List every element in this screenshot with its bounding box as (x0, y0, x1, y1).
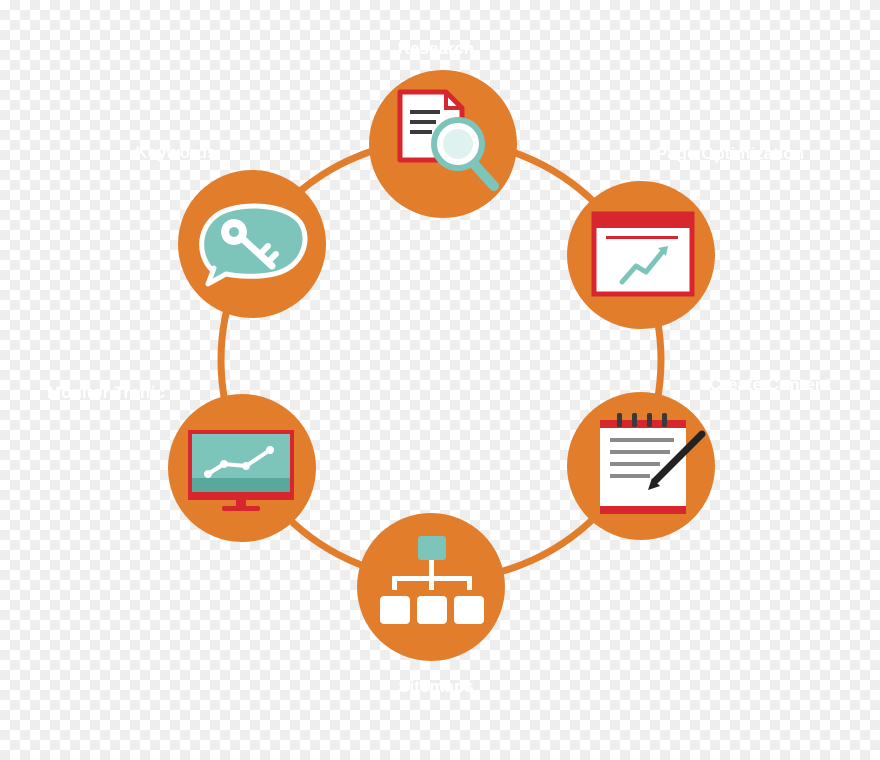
node-keywords: Keywords (135, 143, 326, 318)
label-research: Research (398, 39, 475, 58)
label-page-optimization: Page Optimization (656, 144, 804, 163)
notepad-pencil-icon (600, 413, 706, 514)
label-keywords: Keywords (135, 143, 216, 162)
node-page-optimization: Page Optimization (567, 144, 804, 329)
monitor-chart-icon (188, 430, 294, 511)
sitemap-hierarchy-icon (380, 536, 484, 624)
browser-chart-icon (591, 211, 695, 297)
key-speech-bubble-icon (199, 203, 308, 287)
node-sitemaps: Sitemaps (357, 513, 505, 696)
label-sitemaps: Sitemaps (398, 677, 474, 696)
label-monitor-traffic: Monitor Traffic (47, 383, 165, 402)
document-search-icon (397, 89, 499, 191)
node-create-content: Create Content (567, 375, 831, 540)
label-create-content: Create Content (709, 375, 831, 394)
node-research: Research (369, 39, 517, 218)
node-monitor-traffic: Monitor Traffic (47, 383, 316, 542)
